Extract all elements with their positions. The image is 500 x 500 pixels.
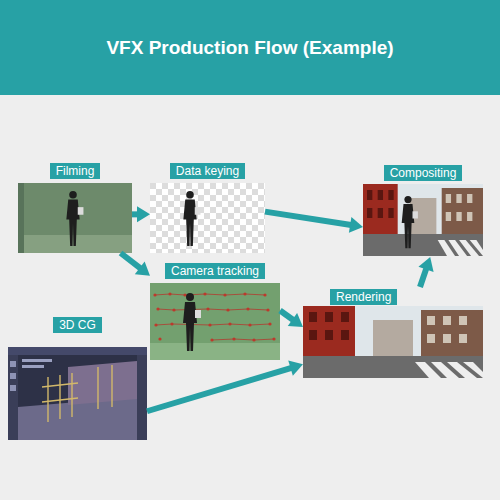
tracking-picture <box>150 283 280 360</box>
arrow-head <box>349 217 363 233</box>
stage-label: Rendering <box>330 289 397 305</box>
arrow-head <box>137 206 150 222</box>
rendering-picture <box>303 306 483 378</box>
stage-label: 3D CG <box>53 317 102 333</box>
title-band: VFX Production Flow (Example) <box>0 0 500 95</box>
process-node: Filming <box>18 161 132 253</box>
stage-label: Compositing <box>384 165 463 181</box>
filming-picture <box>18 183 132 253</box>
process-node: Rendering <box>303 287 483 378</box>
flow-arrow <box>265 212 363 233</box>
arrow-head <box>288 360 303 375</box>
flow-arrow <box>418 257 433 287</box>
arrow-shaft <box>265 212 351 225</box>
stage-label: Filming <box>50 163 101 179</box>
process-node: Data keying <box>150 161 265 253</box>
process-node: 3D CG <box>8 315 147 440</box>
arrow-head <box>135 262 150 276</box>
arrow-shaft <box>121 253 141 268</box>
arrow-shaft <box>420 268 426 287</box>
stage-label: Data keying <box>170 163 245 179</box>
title-text: VFX Production Flow (Example) <box>106 37 393 59</box>
stage-label: Camera tracking <box>165 263 265 279</box>
flow-arrow <box>121 253 150 276</box>
process-node: Compositing <box>363 163 483 257</box>
arrow-head <box>288 313 303 327</box>
keying-picture <box>150 183 265 253</box>
arrow-shaft <box>280 311 293 321</box>
cg-picture <box>8 347 147 440</box>
process-node: Camera tracking <box>150 261 280 360</box>
flow-arrow <box>147 360 303 411</box>
flow-arrow <box>132 206 150 222</box>
compositing-picture <box>363 184 483 256</box>
flow-arrow <box>280 311 303 328</box>
arrow-shaft <box>147 368 292 411</box>
arrow-head <box>418 257 433 272</box>
